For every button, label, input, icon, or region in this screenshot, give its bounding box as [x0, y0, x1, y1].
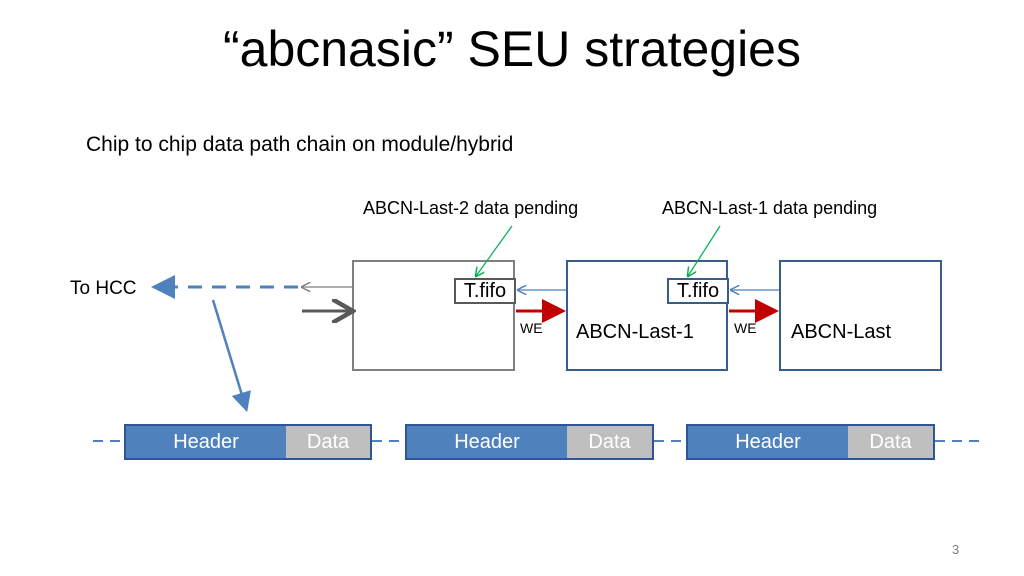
packet-2: Header Data: [405, 424, 654, 460]
chip-last-box: [779, 260, 942, 371]
packet-data: Data: [848, 426, 933, 458]
packet-1: Header Data: [124, 424, 372, 460]
packet-header: Header: [688, 426, 848, 458]
page-number: 3: [952, 542, 960, 557]
pending-arrow-2: [476, 225, 513, 276]
packet-data: Data: [567, 426, 652, 458]
slide-subtitle: Chip to chip data path chain on module/h…: [86, 133, 514, 156]
stream-arrow: [211, 299, 251, 413]
packet-header: Header: [407, 426, 567, 458]
packet-data: Data: [286, 426, 370, 458]
pending-arrow-1: [688, 225, 721, 276]
we-label-1: WE: [520, 320, 543, 336]
packet-3: Header Data: [686, 424, 935, 460]
packet-header: Header: [126, 426, 286, 458]
we-label-2: WE: [734, 320, 757, 336]
chip-name-last-1: ABCN-Last-1: [576, 321, 694, 343]
pending-label-last-1: ABCN-Last-1 data pending: [662, 198, 878, 218]
chip-name-last: ABCN-Last: [791, 321, 892, 343]
tfifo-last-1: T.fifo: [667, 278, 729, 304]
pending-label-last-2: ABCN-Last-2 data pending: [363, 198, 579, 218]
to-hcc-label: To HCC: [70, 278, 137, 299]
slide-title: “abcnasic” SEU strategies: [222, 21, 801, 77]
tfifo-last-2: T.fifo: [454, 278, 516, 304]
